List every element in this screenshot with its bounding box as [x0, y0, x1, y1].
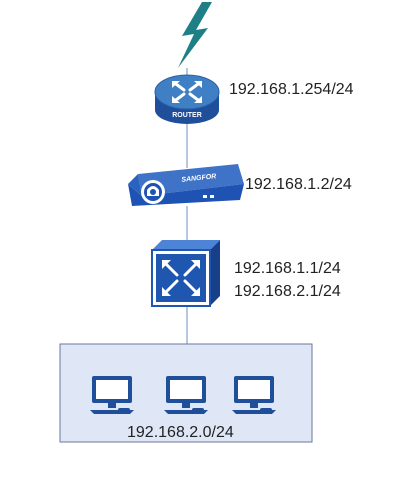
- router-ip-label: 192.168.1.254/24: [229, 81, 354, 98]
- switch-icon[interactable]: [151, 240, 220, 307]
- pc-icon-3[interactable]: [232, 376, 276, 414]
- switch-ip-label-1: 192.168.1.1/24: [234, 260, 341, 277]
- firewall-brand-text: SANGFOR: [181, 173, 217, 184]
- pc-icon-1[interactable]: [90, 376, 134, 414]
- firewall-ip-label: 192.168.1.2/24: [245, 176, 352, 193]
- lan-subnet-label: 192.168.2.0/24: [127, 424, 234, 441]
- switch-ip-label-2: 192.168.2.1/24: [234, 283, 341, 300]
- lightning-icon: [178, 2, 212, 68]
- pc-icon-2[interactable]: [164, 376, 208, 414]
- router-badge-text: ROUTER: [172, 112, 202, 119]
- firewall-icon[interactable]: SANGFOR: [128, 164, 244, 206]
- router-icon[interactable]: ROUTER: [154, 74, 220, 124]
